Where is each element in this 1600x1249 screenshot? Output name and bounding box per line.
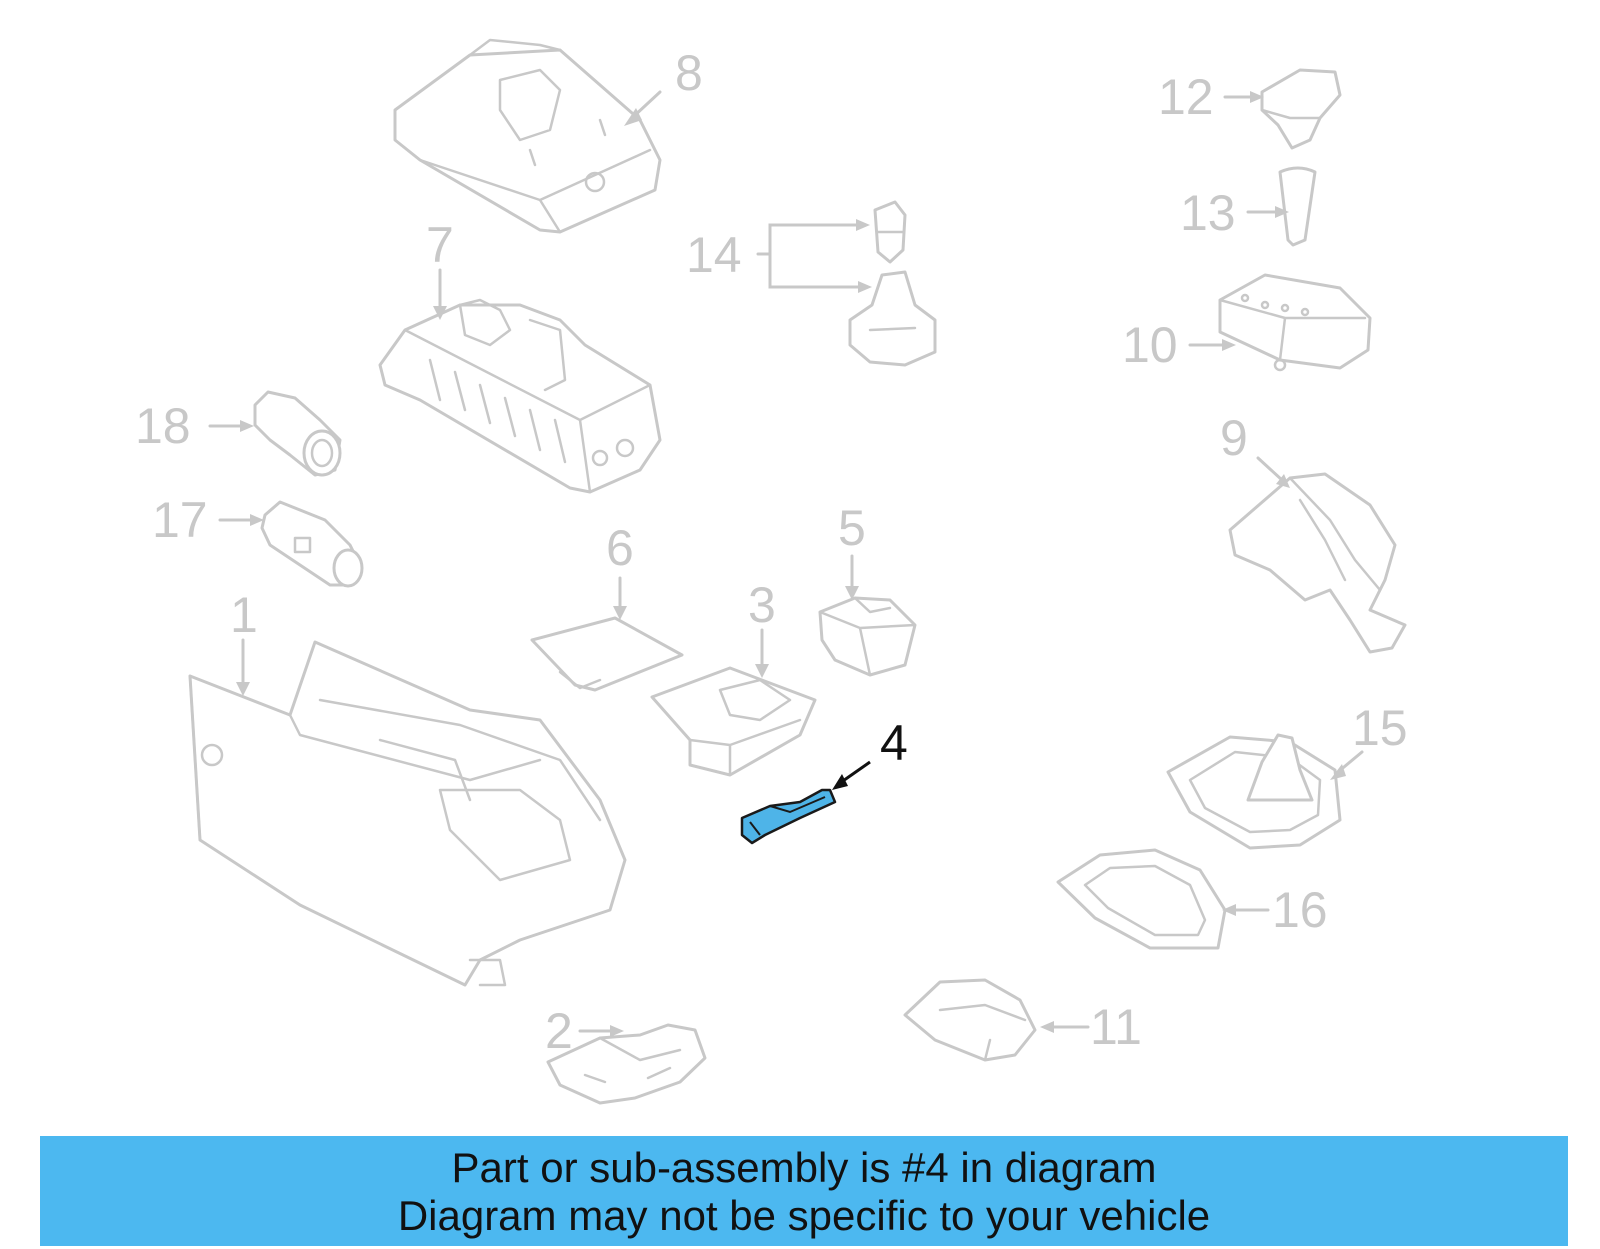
callout-9-label: 9 [1220,410,1248,466]
callout-5-label: 5 [838,500,866,556]
part-10-indicator-plate [1218,273,1372,372]
callout-6: 6 [606,520,634,620]
callout-15-label: 15 [1352,700,1408,756]
callout-17-label: 17 [152,492,208,548]
callout-13: 13 [1180,185,1289,241]
callout-16-label: 16 [1272,882,1328,938]
part-1-console-body [188,640,627,987]
callout-12: 12 [1158,69,1264,125]
banner-line-2: Diagram may not be specific to your vehi… [397,1192,1211,1239]
part-12-knob [1260,68,1342,150]
callout-14: 14 [686,219,872,293]
callout-11: 11 [1040,999,1142,1055]
info-banner: Part or sub-assembly is #4 in diagram Di… [40,1136,1568,1246]
callout-7: 7 [426,217,454,320]
banner-line-1: Part or sub-assembly is #4 in diagram [451,1144,1157,1191]
callout-4-label: 4 [880,715,908,771]
callout-8-label: 8 [675,45,703,101]
part-15-boot-frame [1166,733,1342,850]
callout-10-label: 10 [1122,317,1178,373]
part-2-mounting-bracket [546,1023,707,1105]
callout-3-label: 3 [748,577,776,633]
callout-18-label: 18 [135,398,191,454]
callout-9: 9 [1220,410,1290,488]
callout-12-label: 12 [1158,69,1214,125]
callout-13-label: 13 [1180,185,1236,241]
callout-11-label: 11 [1090,999,1142,1055]
callout-10: 10 [1122,317,1236,373]
callout-7-label: 7 [426,217,454,273]
callout-16: 16 [1222,882,1328,938]
part-14-shift-boot [848,200,937,367]
callout-6-label: 6 [606,520,634,576]
callout-14-label: 14 [686,227,742,283]
callout-17: 17 [152,492,264,548]
callout-2: 2 [545,1003,624,1059]
part-8-shifter-housing [393,38,662,234]
callout-1-label: 1 [230,587,258,643]
callout-4[interactable]: 4 [832,715,908,790]
part-6-cover [530,616,684,692]
callout-2-label: 2 [545,1003,573,1059]
part-4-highlighted-bracket [740,788,837,845]
callout-8: 8 [624,45,703,126]
callout-18: 18 [135,398,254,454]
part-13-lever-sleeve [1278,166,1317,247]
callout-1: 1 [230,587,258,696]
part-7-shifter-mechanism [378,298,662,494]
callout-3: 3 [748,577,776,678]
callout-5: 5 [838,500,866,600]
part-16-frame [1056,848,1227,950]
part-5-cup [818,596,917,677]
part-17-socket [260,500,364,588]
part-11-small-cover [903,978,1037,1062]
part-9-trim-bracket [1228,472,1407,654]
part-18-switch [253,390,342,477]
callout-15: 15 [1330,700,1408,780]
part-3-tray [650,666,817,777]
